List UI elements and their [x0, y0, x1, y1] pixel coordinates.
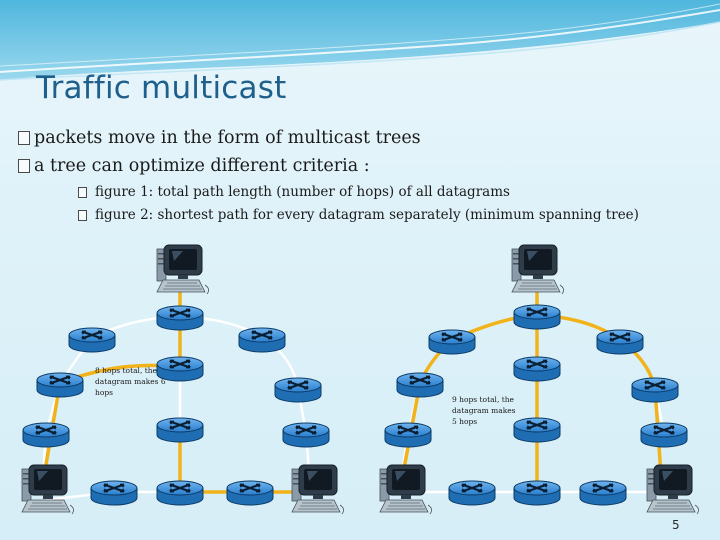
bullet-item-1: packets move in the form of multicast tr… [18, 128, 421, 148]
router-icon [383, 421, 433, 449]
computer-icon [21, 464, 75, 515]
router-icon [395, 371, 445, 399]
router-icon [281, 421, 331, 449]
router-icon [155, 479, 205, 507]
router-icon [512, 355, 562, 383]
slide-title: Traffic multicast [36, 70, 287, 106]
router-icon [512, 416, 562, 444]
right-annotation-line-2: datagram makes [452, 406, 516, 415]
sub-bullet-box-icon [78, 209, 87, 221]
router-icon [447, 479, 497, 507]
computer-icon [379, 464, 433, 515]
router-icon [512, 303, 562, 331]
computer-icon [156, 244, 210, 295]
left-annotation-line-3: hops [95, 388, 113, 397]
computer-icon [646, 464, 700, 515]
sub-bullet-item-2: figure 2: shortest path for every datagr… [78, 207, 639, 223]
router-icon [35, 371, 85, 399]
bullet-box-icon [18, 159, 30, 173]
router-icon [155, 416, 205, 444]
page-number: 5 [672, 518, 680, 532]
sub-bullet-item-1: figure 1: total path length (number of h… [78, 184, 510, 200]
router-icon [237, 326, 287, 354]
router-icon [273, 376, 323, 404]
left-annotation-line-1: 8 hops total, the [95, 366, 158, 375]
router-icon [155, 304, 205, 332]
bullet-item-2: a tree can optimize different criteria : [18, 156, 370, 176]
right-annotation-line-1: 9 hops total, the [452, 395, 515, 404]
computer-icon [291, 464, 345, 515]
header-wave-decoration [0, 0, 720, 81]
left-annotation-line-2: datagram makes 6 [95, 377, 166, 386]
computer-icon [511, 244, 565, 295]
router-icon [21, 421, 71, 449]
router-icon [225, 479, 275, 507]
router-icon [89, 479, 139, 507]
left-annotation: 8 hops total, the datagram makes 6 hops [95, 366, 166, 397]
right-annotation: 9 hops total, the datagram makes 5 hops [452, 395, 516, 426]
sub-bullet-text-1: figure 1: total path length (number of h… [95, 184, 510, 200]
router-icon [512, 479, 562, 507]
left-routers [21, 304, 331, 507]
sub-bullet-text-2: figure 2: shortest path for every datagr… [95, 207, 639, 223]
bullet-box-icon [18, 131, 30, 145]
bullet-text-2: a tree can optimize different criteria : [34, 156, 370, 176]
router-icon [427, 328, 477, 356]
router-icon [578, 479, 628, 507]
sub-bullet-box-icon [78, 186, 87, 198]
right-annotation-line-3: 5 hops [452, 417, 477, 426]
bullet-text-1: packets move in the form of multicast tr… [34, 128, 421, 148]
router-icon [595, 328, 645, 356]
router-icon [67, 326, 117, 354]
router-icon [630, 376, 680, 404]
router-icon [639, 421, 689, 449]
